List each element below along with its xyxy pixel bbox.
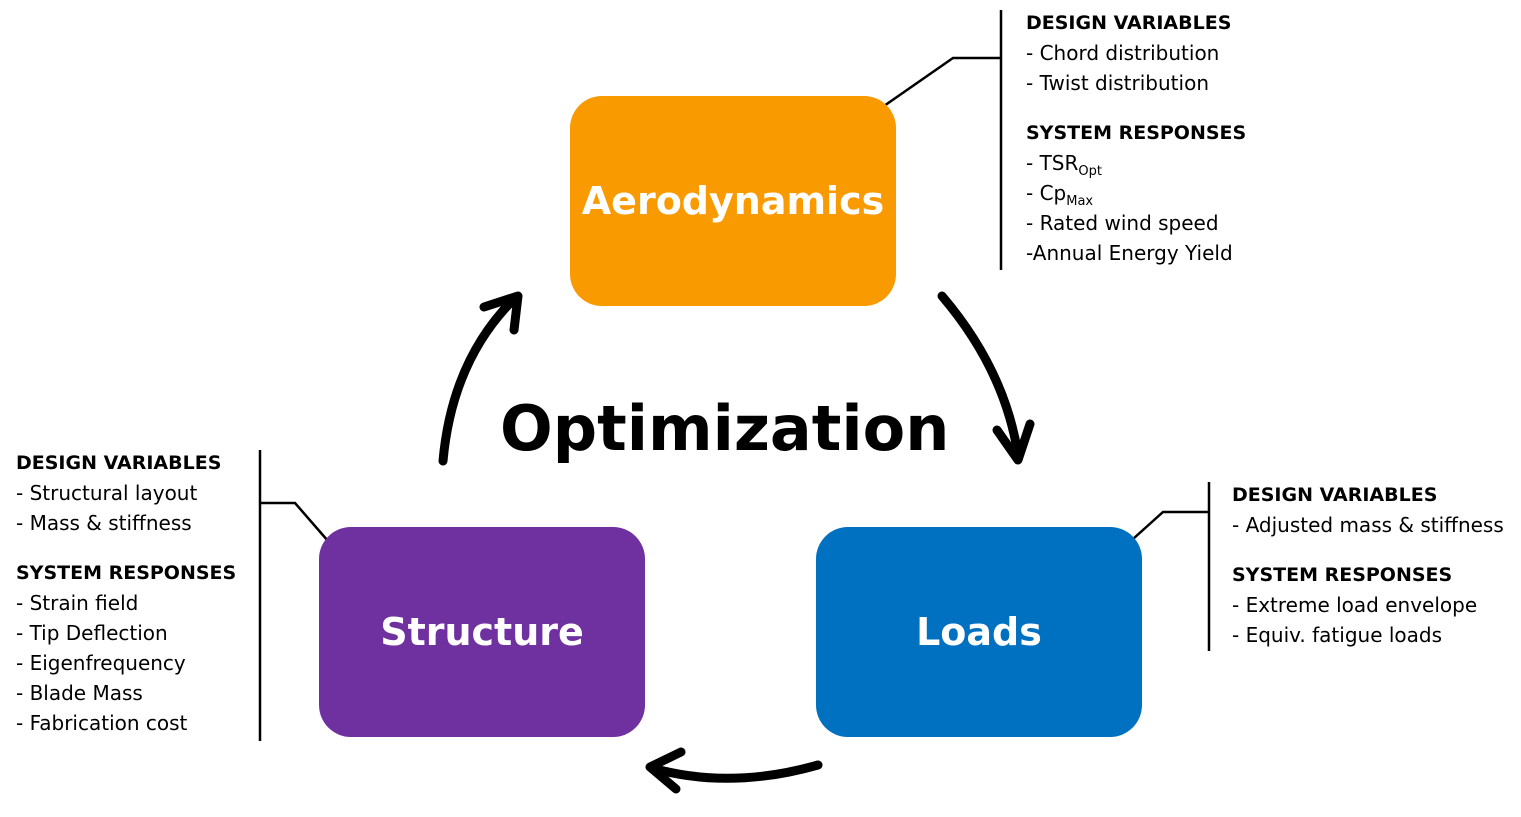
design-variables-header: DESIGN VARIABLES	[1026, 12, 1232, 34]
system-response-item: - Rated wind speed	[1026, 211, 1219, 235]
loads-leader-line	[1132, 510, 1209, 540]
arrow-aero-to-loads	[937, 291, 1023, 460]
aerodynamics-label: Aerodynamics	[581, 179, 885, 223]
loads-label: Loads	[916, 610, 1042, 654]
system-response-item: - Strain field	[16, 591, 139, 615]
aerodynamics-node: Aerodynamics	[570, 96, 896, 306]
system-response-item: - Blade Mass	[16, 681, 143, 705]
cp-subscript: Max	[1066, 194, 1094, 209]
design-variables-header: DESIGN VARIABLES	[16, 452, 222, 474]
system-response-item: - Equiv. fatigue loads	[1232, 623, 1443, 647]
design-variable-item: - Mass & stiffness	[16, 511, 192, 535]
structure-node: Structure	[319, 527, 645, 737]
tsr-subscript: Opt	[1078, 164, 1102, 179]
system-response-item: - Tip Deflection	[16, 621, 168, 645]
system-response-item: - CpMax	[1026, 178, 1246, 208]
system-responses-header: SYSTEM RESPONSES	[1232, 564, 1453, 586]
struct-leader-line	[260, 501, 329, 542]
system-response-item: - TSROpt	[1026, 148, 1246, 178]
loads-node: Loads	[816, 527, 1142, 737]
structure-label: Structure	[380, 610, 584, 654]
design-variable-item: - Adjusted mass & stiffness	[1232, 513, 1504, 537]
loads-panel: DESIGN VARIABLES - Adjusted mass & stiff…	[1232, 480, 1504, 650]
structure-panel: DESIGN VARIABLES - Structural layout - M…	[16, 448, 236, 738]
arrowhead-aero-to-loads	[992, 419, 1035, 465]
cp-text: - Cp	[1026, 181, 1067, 205]
arrow-structure-to-aero	[438, 293, 520, 466]
system-response-item: -Annual Energy Yield	[1026, 241, 1233, 265]
system-response-item: - Extreme load envelope	[1232, 593, 1478, 617]
system-response-item: - Eigenfrequency	[16, 651, 186, 675]
diagram-title: Optimization	[500, 392, 950, 465]
system-response-item: - Fabrication cost	[16, 711, 188, 735]
arrowhead-structure-to-aero	[479, 291, 523, 335]
design-variable-item: - Chord distribution	[1026, 41, 1220, 65]
aero-leader-line	[883, 56, 1001, 108]
arrow-loads-to-structure	[647, 760, 823, 783]
arrowhead-loads-to-structure	[645, 747, 686, 794]
design-variable-item: - Twist distribution	[1026, 71, 1209, 95]
system-responses-header: SYSTEM RESPONSES	[1026, 122, 1247, 144]
design-variables-header: DESIGN VARIABLES	[1232, 484, 1438, 506]
aerodynamics-panel: DESIGN VARIABLES - Chord distribution - …	[1026, 8, 1246, 268]
design-variable-item: - Structural layout	[16, 481, 198, 505]
system-responses-header: SYSTEM RESPONSES	[16, 562, 237, 584]
tsr-text: - TSR	[1026, 151, 1079, 175]
